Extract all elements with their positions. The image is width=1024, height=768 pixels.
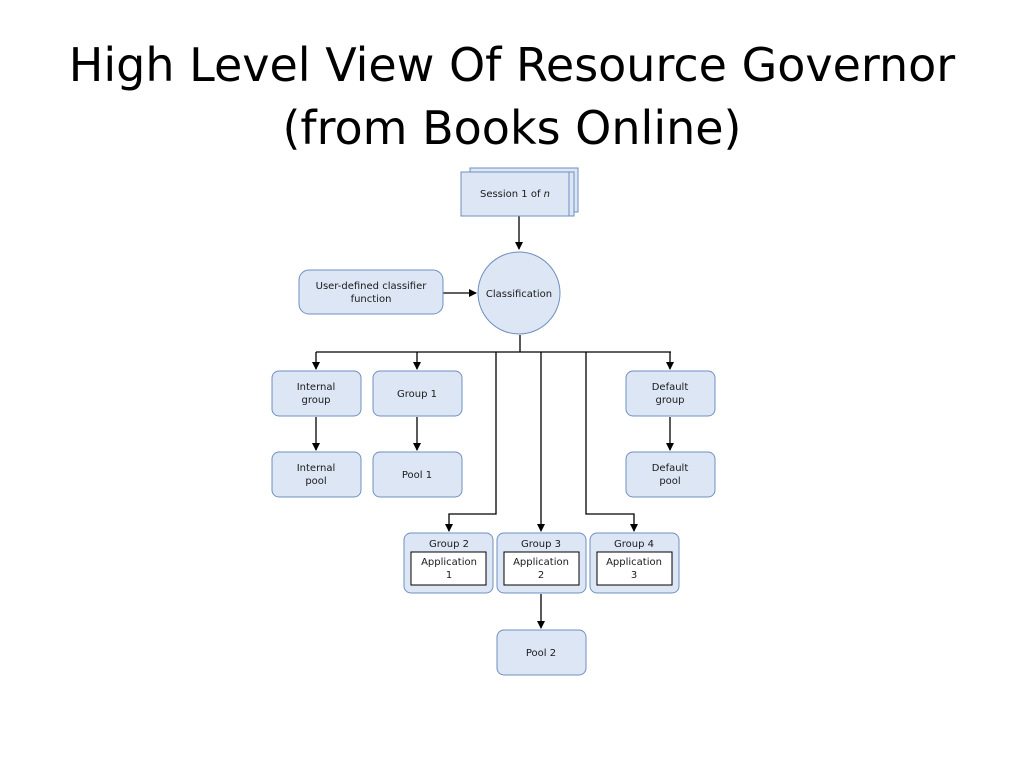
application-1-box xyxy=(410,551,487,586)
application-3-box xyxy=(596,551,673,586)
internal-pool-label-line-1: Internal xyxy=(297,463,336,474)
group-1-node: Group 1 xyxy=(372,370,463,417)
slide-title-line-1: High Level View Of Resource Governor xyxy=(68,38,956,92)
arrow-bus-to-group-4 xyxy=(585,352,638,532)
pool-1-label: Pool 1 xyxy=(402,470,432,481)
classifier-label-line-1: User-defined classifier xyxy=(316,281,428,292)
default-group-label-line-2: group xyxy=(655,395,684,406)
group-2-node: Group 2 Application 1 xyxy=(403,532,494,594)
group-2-title: Group 2 xyxy=(429,539,469,550)
classifier-function-node: User-defined classifier function xyxy=(298,269,444,315)
application-1-label-line-1: Application xyxy=(421,557,477,568)
application-2-label-line-1: Application xyxy=(513,557,569,568)
application-3-label-line-2: 3 xyxy=(631,570,637,581)
default-pool-label-line-1: Default xyxy=(652,463,689,474)
group-3-node: Group 3 Application 2 xyxy=(496,532,587,594)
group-4-node: Group 4 Application 3 xyxy=(589,532,680,594)
pool-2-node: Pool 2 xyxy=(496,629,587,676)
connectors xyxy=(312,216,674,629)
internal-group-label-line-2: group xyxy=(301,395,330,406)
session-node: Session 1 of n xyxy=(460,167,579,217)
application-3-label-line-1: Application xyxy=(606,557,662,568)
slide-title-line-2: (from Books Online) xyxy=(282,101,742,155)
application-2-box xyxy=(503,551,580,586)
application-2-label-line-2: 2 xyxy=(538,570,544,581)
arrow-bus-to-group-2 xyxy=(445,352,497,532)
internal-pool-node: Internal pool xyxy=(271,451,362,498)
group-1-label: Group 1 xyxy=(397,389,437,400)
pool-2-label: Pool 2 xyxy=(526,648,556,659)
application-1-label-line-2: 1 xyxy=(446,570,452,581)
default-group-node: Default group xyxy=(625,370,716,417)
default-pool-label-line-2: pool xyxy=(659,476,680,487)
classifier-label-line-2: function xyxy=(351,294,392,305)
internal-pool-label-line-2: pool xyxy=(305,476,326,487)
internal-group-node: Internal group xyxy=(271,370,362,417)
slide-title: High Level View Of Resource Governor (fr… xyxy=(0,34,1024,160)
default-pool-node: Default pool xyxy=(625,451,716,498)
session-label: Session 1 of n xyxy=(480,189,550,200)
pool-1-node: Pool 1 xyxy=(372,451,463,498)
classification-node: Classification xyxy=(477,251,561,335)
internal-group-label-line-1: Internal xyxy=(297,382,336,393)
classification-label: Classification xyxy=(486,289,552,300)
group-3-title: Group 3 xyxy=(521,539,561,550)
group-4-title: Group 4 xyxy=(614,539,654,550)
default-group-label-line-1: Default xyxy=(652,382,689,393)
